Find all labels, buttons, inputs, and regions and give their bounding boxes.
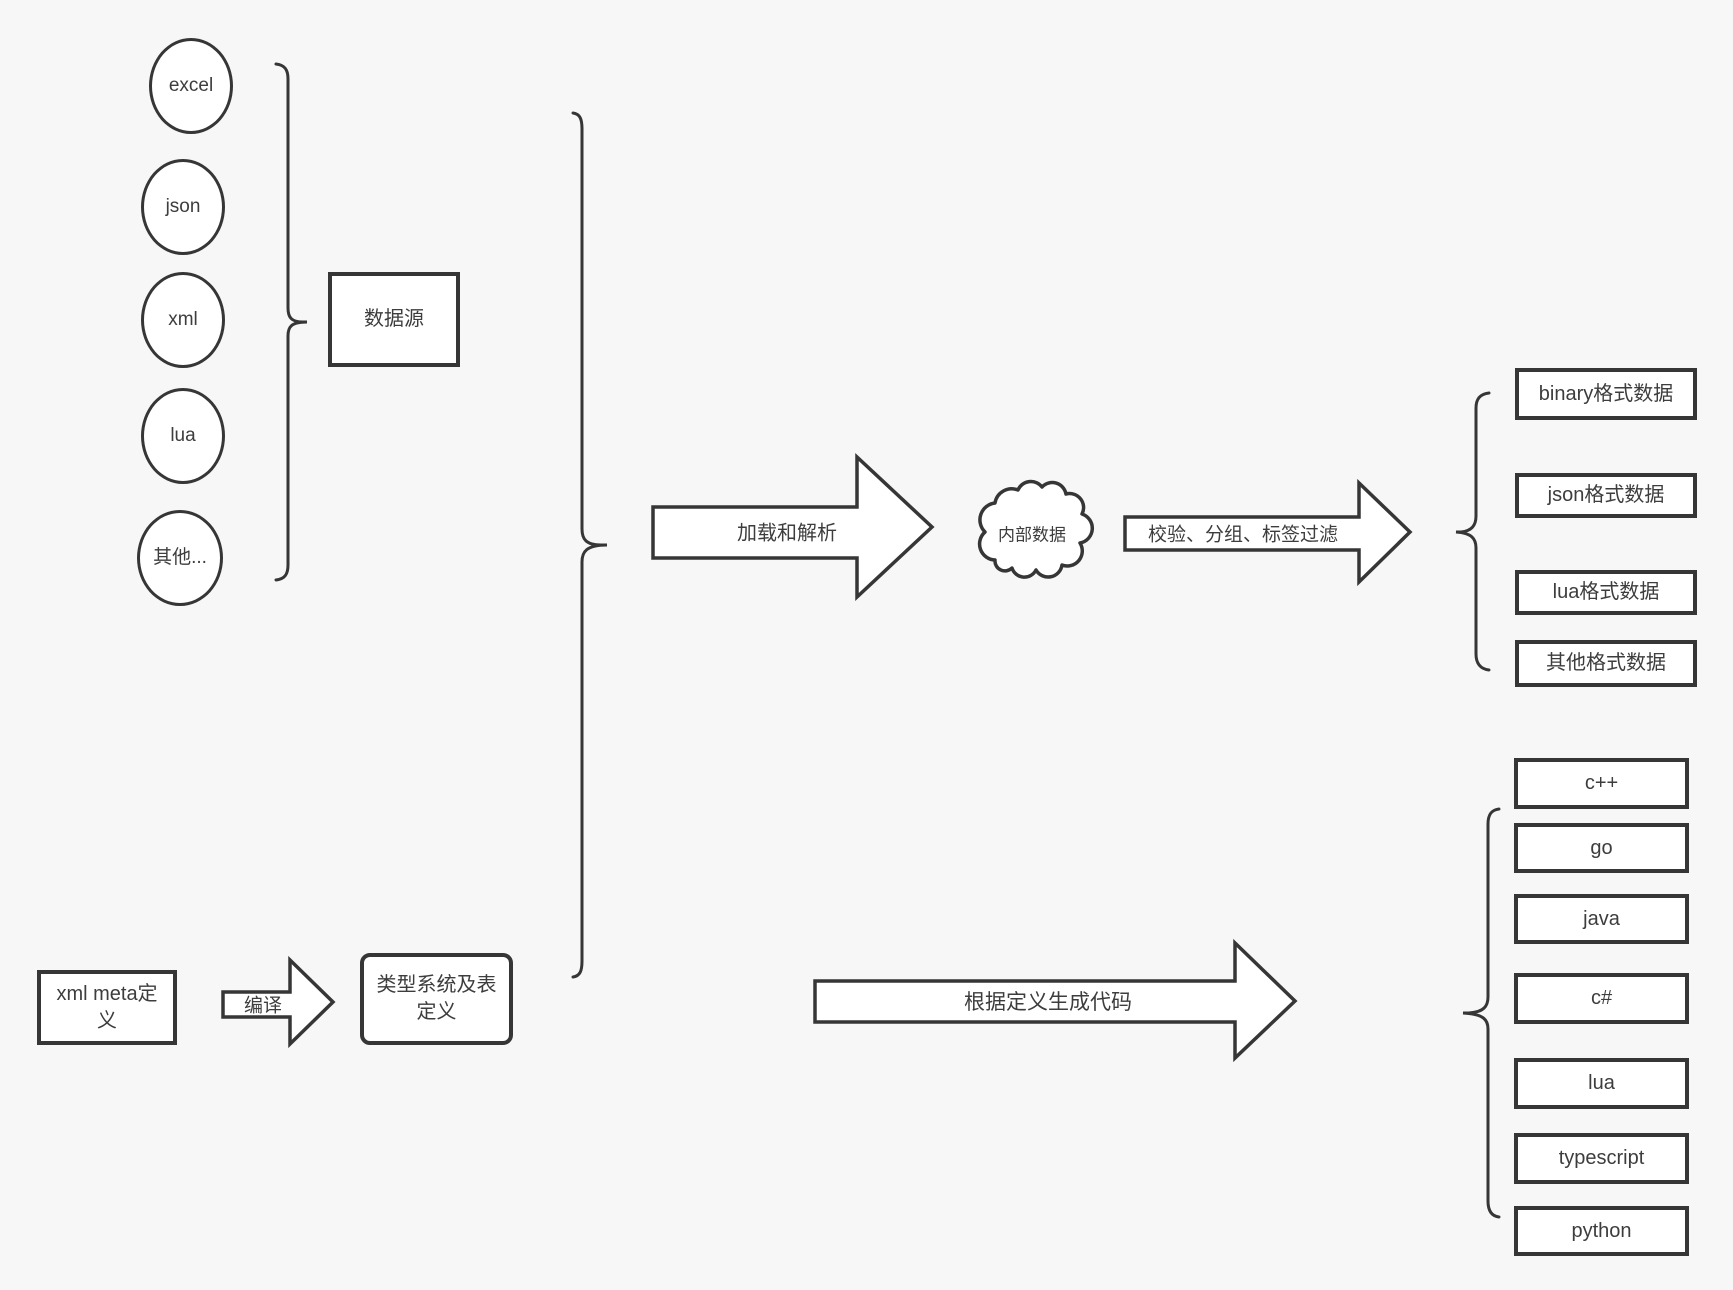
source-node-other-label: 其他...	[153, 547, 207, 569]
languages-brace	[1462, 807, 1501, 1219]
format-box-lua: lua格式数据	[1515, 570, 1697, 615]
format-box-other-label: 其他格式数据	[1546, 652, 1666, 674]
language-box-typescript-label: typescript	[1558, 1147, 1645, 1169]
source-node-lua: lua	[141, 388, 225, 484]
language-box-go-label: go	[1590, 836, 1613, 859]
source-node-lua-label: lua	[170, 425, 196, 447]
language-box-csharp-label: c#	[1590, 987, 1613, 1009]
format-box-json: json格式数据	[1515, 473, 1697, 518]
language-box-cpp: c++	[1514, 758, 1689, 809]
filter-arrow-label: 校验、分组、标签过滤	[1147, 524, 1339, 546]
source-node-json: json	[141, 159, 225, 255]
sources-brace	[274, 62, 308, 582]
source-node-xml: xml	[141, 272, 225, 368]
data-source-box-label: 数据源	[364, 308, 424, 330]
language-box-java-label: java	[1583, 907, 1620, 930]
load-parse-arrow	[651, 452, 935, 602]
source-node-excel: excel	[149, 38, 233, 134]
format-box-binary: binary格式数据	[1515, 368, 1697, 420]
language-box-lua-label: lua	[1588, 1072, 1615, 1094]
format-box-binary-label: binary格式数据	[1538, 382, 1674, 405]
generate-code-arrow	[813, 938, 1298, 1063]
source-node-excel-label: excel	[168, 75, 214, 97]
xml-meta-definition-box-label: xml meta定义	[56, 982, 158, 1032]
generate-code-arrow-label: 根据定义生成代码	[964, 991, 1132, 1014]
formats-brace	[1455, 391, 1491, 672]
language-box-python-label: python	[1571, 1219, 1632, 1242]
language-box-java: java	[1514, 894, 1689, 944]
type-system-box: 类型系统及表定义	[360, 953, 513, 1045]
filter-arrow	[1123, 478, 1413, 587]
internal-data-cloud	[977, 479, 1095, 579]
compile-arrow-label: 编译	[243, 995, 283, 1017]
format-box-json-label: json格式数据	[1547, 484, 1665, 506]
load-parse-arrow-label: 加载和解析	[737, 522, 837, 545]
language-box-cpp-label: c++	[1584, 772, 1619, 794]
main-brace	[571, 111, 608, 979]
data-source-box: 数据源	[328, 272, 460, 367]
language-box-python: python	[1514, 1206, 1689, 1256]
source-node-other: 其他...	[137, 510, 223, 606]
source-node-json-label: json	[165, 196, 201, 218]
format-box-other: 其他格式数据	[1515, 640, 1697, 687]
type-system-box-label: 类型系统及表定义	[376, 974, 497, 1023]
compile-arrow	[221, 955, 336, 1049]
xml-meta-definition-box: xml meta定义	[37, 970, 177, 1045]
format-box-lua-label: lua格式数据	[1552, 581, 1660, 603]
language-box-csharp: c#	[1514, 973, 1689, 1024]
source-node-xml-label: xml	[168, 309, 198, 331]
language-box-lua: lua	[1514, 1058, 1689, 1109]
language-box-typescript: typescript	[1514, 1133, 1689, 1184]
language-box-go: go	[1514, 823, 1689, 873]
internal-data-cloud-label: 内部数据	[998, 525, 1066, 545]
